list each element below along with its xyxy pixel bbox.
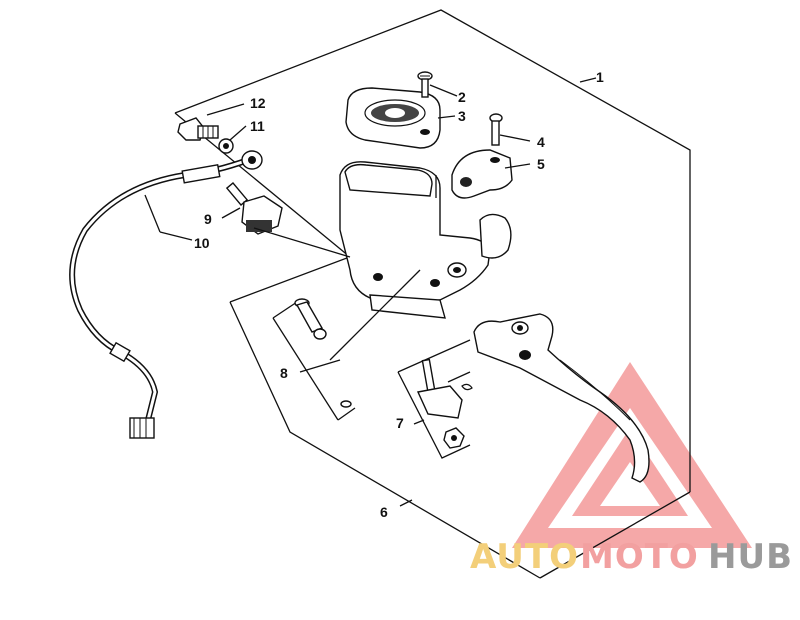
- callout-3: 3: [458, 108, 466, 124]
- callout-10: 10: [194, 235, 210, 251]
- callout-7: 7: [396, 415, 404, 431]
- callout-1: 1: [596, 69, 604, 85]
- brake-hose: [69, 150, 263, 439]
- callout-5: 5: [537, 156, 545, 172]
- watermark-text: AUTO MOTO HUB: [470, 537, 793, 577]
- banjo-bolt: [177, 117, 219, 141]
- callout-6: 6: [380, 504, 388, 520]
- watermark-triangle: [512, 362, 752, 548]
- brake-switch: [225, 182, 283, 235]
- callout-11: 11: [250, 118, 265, 134]
- leader-lines: [144, 77, 597, 507]
- callout-labels: 1 2 3 4 5 6 7 8 9 10 11 12: [194, 69, 604, 520]
- callout-12: 12: [250, 95, 266, 111]
- callout-2: 2: [458, 89, 466, 105]
- cap-screw: [417, 71, 433, 98]
- reservoir-cap: [345, 87, 441, 149]
- pivot-pin: [294, 298, 352, 408]
- master-cylinder-body: [339, 161, 512, 319]
- brake-lever: [473, 313, 650, 483]
- watermark-auto: AUTO: [470, 537, 579, 577]
- watermark-hub: HUB: [708, 537, 793, 577]
- washer: [218, 138, 234, 154]
- screw-inset-frame: [397, 339, 471, 459]
- callout-4: 4: [537, 134, 545, 150]
- clamp-screw: [489, 113, 503, 146]
- watermark-moto: MOTO: [580, 537, 699, 577]
- clamp: [451, 149, 513, 199]
- callout-8: 8: [280, 365, 288, 381]
- adjuster-assembly: [416, 358, 473, 449]
- callout-9: 9: [204, 211, 212, 227]
